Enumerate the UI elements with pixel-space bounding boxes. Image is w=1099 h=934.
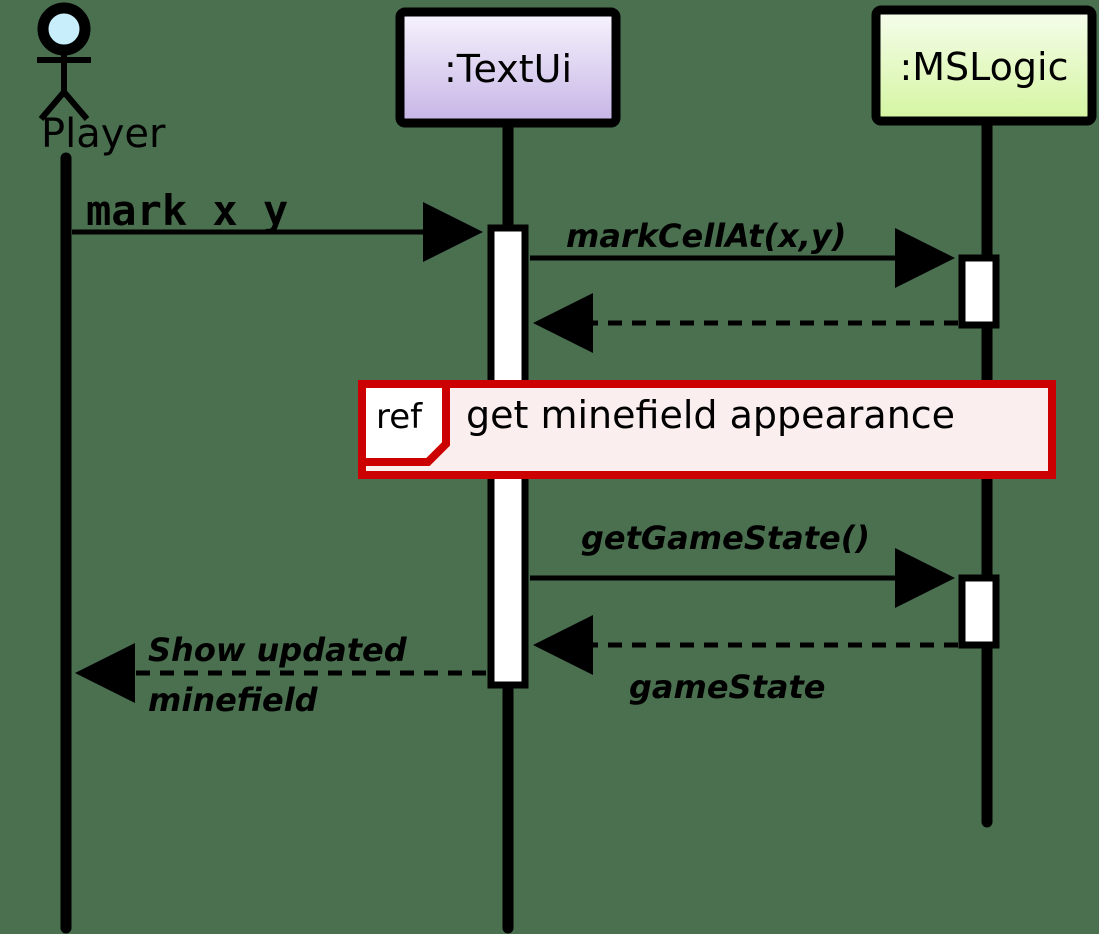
message-mark-x-y[interactable]: mark x y: [72, 186, 483, 262]
fragment-ref-operator-label: ref: [376, 397, 423, 437]
message-label-m1: mark x y: [86, 186, 288, 235]
participant-box-textui-rect: [395, 7, 621, 128]
activation-bar-mslogic-1: [958, 254, 1000, 329]
actor-leg-right-line: [61, 90, 90, 121]
fragment-ref-content-label: get minefield appearance: [466, 393, 955, 437]
fragment-ref-body-rect: [358, 380, 1056, 479]
message-label-m6-line2: minefield: [148, 681, 319, 719]
message-label-m4: getGameState(): [581, 519, 870, 557]
participant-label-textui: :TextUi: [444, 47, 572, 91]
message-label-m2: markCellAt(x,y): [566, 217, 846, 255]
message-label-m6-line1: Show updated: [148, 631, 408, 669]
message-markcellat[interactable]: markCellAt(x,y): [530, 217, 955, 288]
fragment-ref-get-minefield-appearance[interactable]: ref get minefield appearance: [358, 380, 1056, 479]
message-return-gamestate[interactable]: gameState: [533, 615, 958, 706]
participant-box-textui[interactable]: :TextUi: [395, 7, 621, 128]
actor-player[interactable]: Player: [37, 2, 166, 157]
participant-box-mslogic-rect: [871, 5, 1097, 126]
fragment-ref-tag-shape: [358, 380, 450, 466]
participant-box-mslogic[interactable]: :MSLogic: [871, 5, 1097, 126]
actor-label-player: Player: [41, 111, 166, 157]
message-getgamestate[interactable]: getGameState(): [530, 519, 955, 608]
participant-label-mslogic: :MSLogic: [899, 45, 1068, 89]
activation-bar-mslogic-2: [958, 574, 1000, 649]
message-show-updated-minefield[interactable]: Show updated minefield: [75, 631, 486, 719]
actor-head-icon: [37, 2, 91, 56]
actor-leg-left-line: [38, 90, 67, 121]
message-label-m5: gameState: [629, 668, 825, 706]
